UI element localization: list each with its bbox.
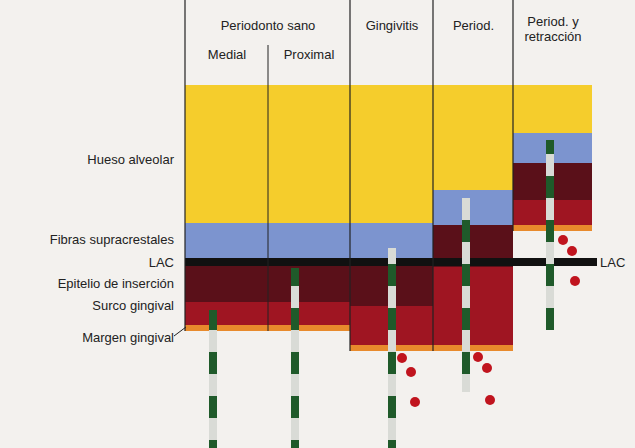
row-label: Surco gingival: [4, 298, 174, 313]
row-label: LAC: [4, 255, 174, 270]
column-header: Period.: [434, 18, 513, 33]
probe: [209, 310, 217, 448]
probe: [388, 248, 396, 448]
probe: [462, 198, 470, 392]
row-label: Epitelio de inserción: [4, 276, 174, 291]
column-header: Period. y retracción: [515, 14, 591, 44]
probe: [546, 140, 554, 330]
column-subheader: Medial: [186, 47, 268, 62]
column-header: Gingivitis: [351, 18, 433, 33]
column-header: Periodonto sano: [186, 18, 350, 33]
column-subheader: Proximal: [268, 47, 350, 62]
row-label: Margen gingival: [4, 330, 174, 345]
row-label: LAC: [600, 255, 632, 270]
probe: [291, 268, 299, 448]
row-label: Hueso alveolar: [4, 152, 174, 167]
row-label: Fibras supracrestales: [4, 232, 174, 247]
